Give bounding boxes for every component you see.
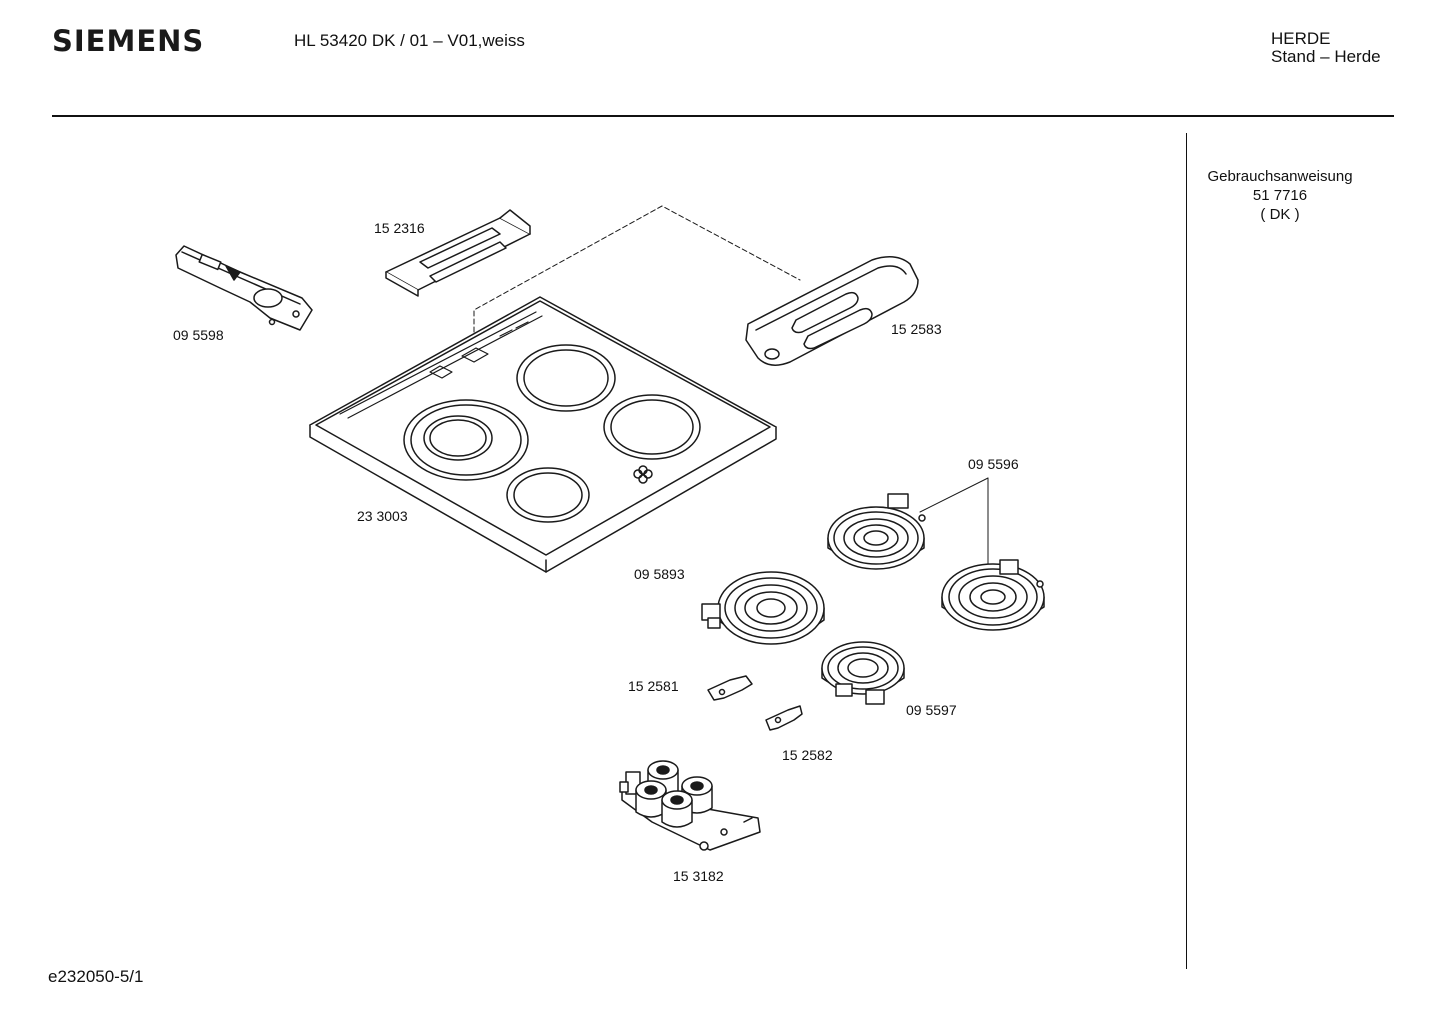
manual-language: ( DK ) xyxy=(1260,206,1300,223)
part-label-152316[interactable]: 15 2316 xyxy=(374,220,425,236)
header-divider xyxy=(52,115,1394,117)
documents-panel: Gebrauchsanweisung 51 7716 ( DK ) xyxy=(1188,167,1372,224)
hinge-bracket-part xyxy=(175,245,313,331)
sidebar-divider xyxy=(1186,133,1187,969)
large-heating-element-part xyxy=(701,571,825,645)
brand-logo: SIEMENS xyxy=(52,24,205,58)
switch-block-part xyxy=(619,760,761,851)
subcategory-label: Stand – Herde xyxy=(1271,47,1381,66)
part-label-095598[interactable]: 09 5598 xyxy=(173,327,224,343)
leader-lines xyxy=(473,205,801,333)
model-title: HL 53420 DK / 01 – V01,weiss xyxy=(294,31,525,50)
part-label-095596[interactable]: 09 5596 xyxy=(968,456,1019,472)
part-label-233003[interactable]: 23 3003 xyxy=(357,508,408,524)
part-label-152582[interactable]: 15 2582 xyxy=(782,747,833,763)
clip-part-b xyxy=(765,705,803,731)
manual-title: Gebrauchsanweisung xyxy=(1207,168,1353,185)
part-label-095893[interactable]: 09 5893 xyxy=(634,566,685,582)
part-label-152583[interactable]: 15 2583 xyxy=(891,321,942,337)
clip-part-a xyxy=(707,675,753,701)
drawing-id: e232050-5/1 xyxy=(48,967,144,986)
small-heating-element-part xyxy=(821,641,905,705)
part-label-095597[interactable]: 09 5597 xyxy=(906,702,957,718)
part-label-152581[interactable]: 15 2581 xyxy=(628,678,679,694)
category-label: HERDE xyxy=(1271,29,1331,48)
large-cover-part xyxy=(745,256,919,366)
cooktop-part xyxy=(309,296,777,573)
cover-plate-part xyxy=(385,209,531,297)
part-label-153182[interactable]: 15 3182 xyxy=(673,868,724,884)
heating-element-pair-part xyxy=(827,477,1045,631)
manual-number: 51 7716 xyxy=(1252,187,1308,204)
